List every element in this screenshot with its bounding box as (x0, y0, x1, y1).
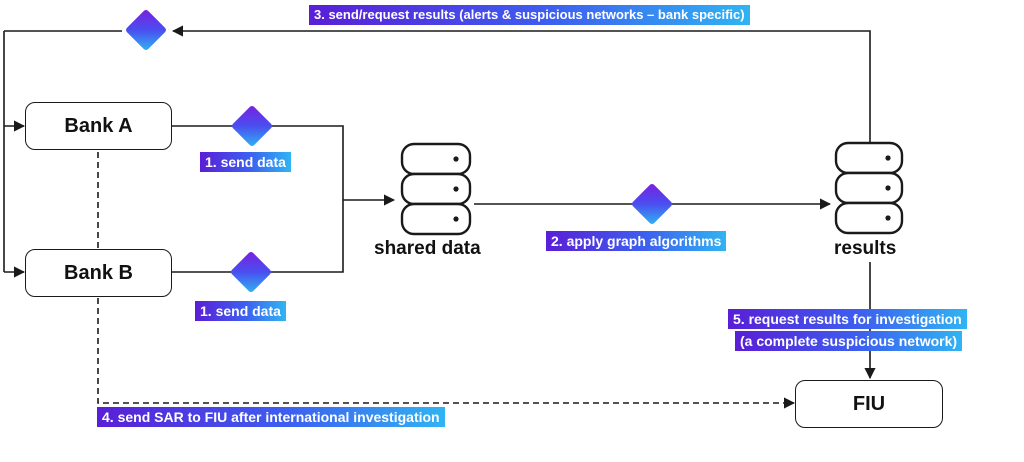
step-diamond-icon (632, 184, 672, 224)
step-1a-tag: 1. send data (200, 152, 291, 172)
step-5-tag-line-2: (a complete suspicious network) (735, 331, 963, 351)
node-fiu-label: FIU (852, 392, 886, 415)
edge-results-feedback (171, 25, 871, 143)
database-icon (400, 142, 472, 236)
node-bank-a-label: Bank A (64, 114, 133, 137)
node-bank-a: Bank A (25, 102, 172, 150)
edge-bank-b-to-fiu-dashed (97, 298, 796, 409)
database-icon (834, 141, 904, 235)
step-1b-tag: 1. send data (195, 301, 286, 321)
step-5-tag-line-1: 5. request results for investigation (728, 309, 967, 329)
step-diamond-icon (231, 252, 271, 292)
step-2-tag: 2. apply graph algorithms (546, 231, 727, 251)
node-fiu: FIU (795, 380, 943, 428)
step-diamond-icon (232, 106, 272, 146)
edge-bank-b-to-shared (172, 200, 344, 273)
shared-data-label: shared data (374, 238, 481, 259)
step-3-tag: 3. send/request results (alerts & suspic… (309, 5, 750, 25)
step-diamond-icon (126, 10, 166, 50)
results-label: results (834, 238, 897, 259)
node-bank-b-label: Bank B (64, 261, 133, 284)
edge-bank-a-to-shared (172, 125, 344, 200)
node-bank-b: Bank B (25, 249, 172, 297)
step-4-tag: 4. send SAR to FIU after international i… (97, 407, 445, 427)
